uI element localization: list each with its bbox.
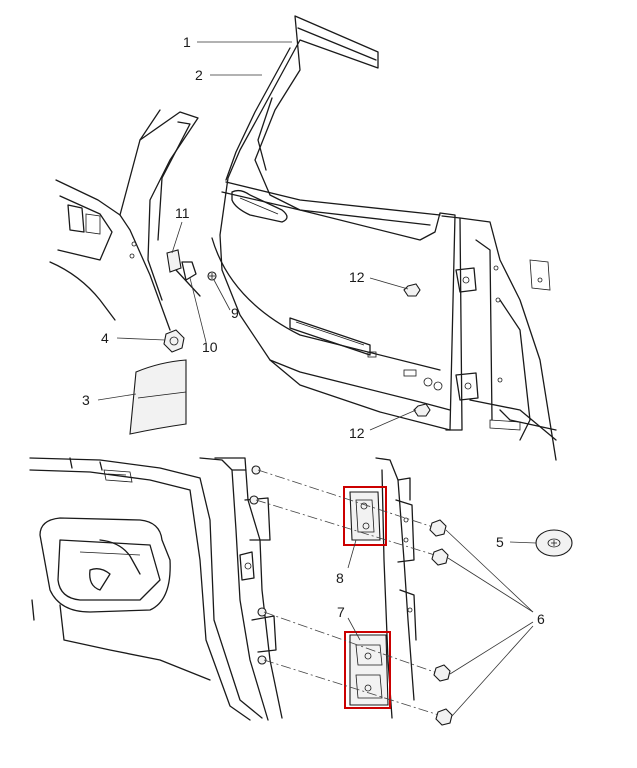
part-7-highlight-box (344, 631, 391, 709)
part-12-nut-lower (413, 403, 431, 417)
part-5-plug (535, 529, 573, 557)
part-8-upper-hinge (349, 491, 381, 541)
leader-lines-bottom (347, 529, 537, 717)
callout-4: 4 (101, 330, 109, 346)
leader-lines-top (97, 41, 417, 431)
callout-3: 3 (82, 392, 90, 408)
callout-5: 5 (496, 534, 504, 550)
part-12-nut-upper (403, 283, 421, 297)
callout-8: 8 (336, 570, 344, 586)
part-4-grommet (163, 329, 185, 353)
body-quarter-panel (49, 109, 201, 331)
callout-12-upper: 12 (349, 269, 365, 285)
door-edge-frame (199, 457, 283, 721)
callout-10: 10 (202, 339, 218, 355)
door-inner-panel (29, 457, 263, 721)
b-pillar-structure (441, 215, 557, 461)
part-8-highlight-box (343, 486, 387, 546)
callout-2: 2 (195, 67, 203, 83)
callout-9: 9 (231, 305, 239, 321)
callout-1: 1 (183, 34, 191, 50)
part-7-lower-hinge (349, 634, 389, 706)
callout-labels: 1 2 11 12 9 4 10 3 12 5 8 7 6 (82, 34, 545, 627)
alignment-lines (255, 469, 443, 717)
callout-7: 7 (337, 604, 345, 620)
callout-11: 11 (175, 205, 190, 221)
part-9-screw (207, 271, 217, 281)
part-6-nuts (429, 519, 453, 726)
callout-6: 6 (537, 611, 545, 627)
door-studs (249, 465, 267, 665)
callout-12-lower: 12 (349, 425, 365, 441)
rear-door-shell (211, 15, 456, 431)
part-3-pad (129, 359, 187, 435)
